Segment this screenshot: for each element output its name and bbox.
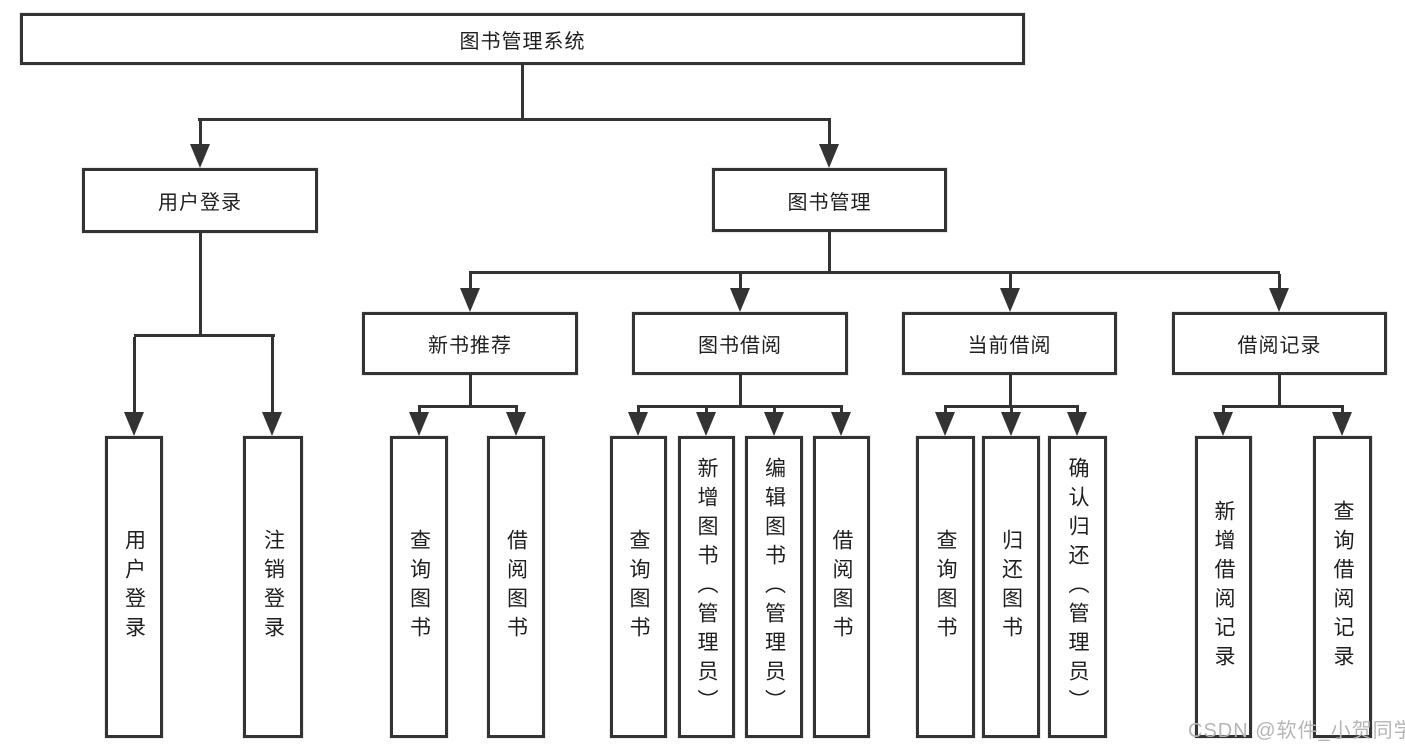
leaf-query-books-borrowing-label: 查询图书 bbox=[627, 529, 650, 645]
connector-line bbox=[198, 118, 831, 121]
connector-line bbox=[1009, 375, 1012, 408]
connector-line bbox=[418, 405, 421, 414]
node-root: 图书管理系统 bbox=[20, 13, 1025, 65]
connector-line bbox=[1076, 405, 1079, 414]
node-current-borrowing: 当前借阅 bbox=[902, 312, 1117, 375]
connector-line bbox=[1278, 274, 1281, 288]
node-book-management: 图书管理 bbox=[712, 168, 947, 232]
leaf-add-borrow-record: 新增借阅记录 bbox=[1195, 436, 1252, 738]
arrowhead bbox=[935, 412, 955, 436]
leaf-add-book-admin: 新增图书（管理员） bbox=[678, 436, 735, 738]
leaf-add-book-admin-label: 新增图书（管理员） bbox=[695, 456, 718, 718]
arrowhead bbox=[460, 288, 480, 312]
connector-line bbox=[134, 334, 275, 337]
arrowhead bbox=[730, 288, 750, 312]
arrowhead bbox=[1213, 412, 1233, 436]
connector-line bbox=[1222, 405, 1225, 414]
arrowhead bbox=[628, 412, 648, 436]
arrowhead bbox=[1269, 288, 1289, 312]
leaf-borrow-books-recommend: 借阅图书 bbox=[487, 436, 545, 738]
leaf-return-books: 归还图书 bbox=[982, 436, 1040, 738]
leaf-add-borrow-record-label: 新增借阅记录 bbox=[1212, 500, 1235, 674]
connector-line bbox=[637, 405, 842, 408]
node-book-borrowing-label: 图书借阅 bbox=[698, 335, 782, 357]
connector-line bbox=[705, 405, 708, 414]
node-new-book-recommend-label: 新书推荐 bbox=[428, 335, 512, 357]
arrowhead bbox=[262, 412, 282, 436]
node-borrowing-records: 借阅记录 bbox=[1172, 312, 1387, 375]
connector-line bbox=[637, 405, 640, 414]
arrowhead bbox=[831, 412, 851, 436]
arrowhead bbox=[1000, 288, 1020, 312]
connector-line bbox=[515, 405, 518, 414]
leaf-query-books-borrowing: 查询图书 bbox=[610, 436, 667, 738]
leaf-confirm-return-admin-label: 确认归还（管理员） bbox=[1066, 456, 1089, 718]
leaf-query-borrow-record-label: 查询借阅记录 bbox=[1331, 500, 1354, 674]
arrowhead bbox=[506, 412, 526, 436]
node-current-borrowing-label: 当前借阅 bbox=[967, 335, 1052, 357]
connector-line bbox=[828, 232, 831, 274]
leaf-logout-label: 注销登录 bbox=[261, 529, 285, 645]
connector-line bbox=[739, 375, 742, 408]
arrowhead bbox=[1001, 412, 1021, 436]
connector-line bbox=[199, 233, 202, 337]
arrowhead bbox=[1332, 412, 1352, 436]
leaf-query-borrow-record: 查询借阅记录 bbox=[1313, 436, 1372, 738]
connector-line bbox=[773, 405, 776, 414]
leaf-borrow-books-recommend-label: 借阅图书 bbox=[504, 529, 528, 645]
leaf-query-books-recommend: 查询图书 bbox=[390, 436, 448, 738]
connector-line bbox=[1009, 274, 1012, 288]
leaf-user-login-label: 用户登录 bbox=[122, 529, 146, 645]
leaf-user-login: 用户登录 bbox=[105, 436, 163, 738]
node-root-label: 图书管理系统 bbox=[459, 30, 586, 53]
leaf-edit-book-admin-label: 编辑图书（管理员） bbox=[762, 456, 786, 718]
arrowhead bbox=[696, 412, 716, 436]
connector-line bbox=[840, 405, 843, 414]
connector-line bbox=[1222, 405, 1343, 408]
leaf-confirm-return-admin: 确认归还（管理员） bbox=[1048, 436, 1107, 738]
csdn-watermark: CSDN @软件_小贺同学 bbox=[1188, 720, 1405, 742]
connector-line bbox=[1010, 405, 1013, 414]
node-user-login-label: 用户登录 bbox=[158, 192, 242, 214]
connector-line bbox=[828, 121, 831, 144]
leaf-logout: 注销登录 bbox=[243, 436, 303, 738]
arrowhead bbox=[409, 412, 429, 436]
connector-line bbox=[1341, 405, 1344, 414]
node-user-login: 用户登录 bbox=[82, 168, 318, 233]
leaf-borrow-books-borrowing-label: 借阅图书 bbox=[830, 529, 853, 645]
connector-line bbox=[944, 405, 947, 414]
leaf-query-books-current: 查询图书 bbox=[916, 436, 975, 738]
arrowhead bbox=[764, 412, 784, 436]
arrowhead bbox=[819, 144, 839, 168]
connector-line bbox=[739, 274, 742, 288]
arrowhead bbox=[124, 412, 144, 436]
leaf-query-books-current-label: 查询图书 bbox=[934, 529, 957, 645]
leaf-return-books-label: 归还图书 bbox=[999, 529, 1023, 645]
node-book-borrowing: 图书借阅 bbox=[632, 312, 848, 375]
connector-line bbox=[469, 274, 472, 288]
arrowhead bbox=[1067, 412, 1087, 436]
connector-line bbox=[521, 65, 524, 118]
leaf-query-books-recommend-label: 查询图书 bbox=[407, 529, 431, 645]
connector-line bbox=[469, 271, 1280, 274]
arrowhead bbox=[190, 144, 210, 168]
node-new-book-recommend: 新书推荐 bbox=[362, 312, 578, 375]
connector-line bbox=[133, 337, 136, 412]
node-borrowing-records-label: 借阅记录 bbox=[1237, 335, 1322, 357]
connector-line bbox=[469, 375, 472, 408]
leaf-edit-book-admin: 编辑图书（管理员） bbox=[745, 436, 803, 738]
node-book-management-label: 图书管理 bbox=[787, 191, 872, 214]
connector-line bbox=[1278, 375, 1281, 408]
connector-line bbox=[271, 337, 274, 412]
connector-line bbox=[418, 405, 517, 408]
connector-line bbox=[199, 121, 202, 144]
leaf-borrow-books-borrowing: 借阅图书 bbox=[813, 436, 870, 738]
